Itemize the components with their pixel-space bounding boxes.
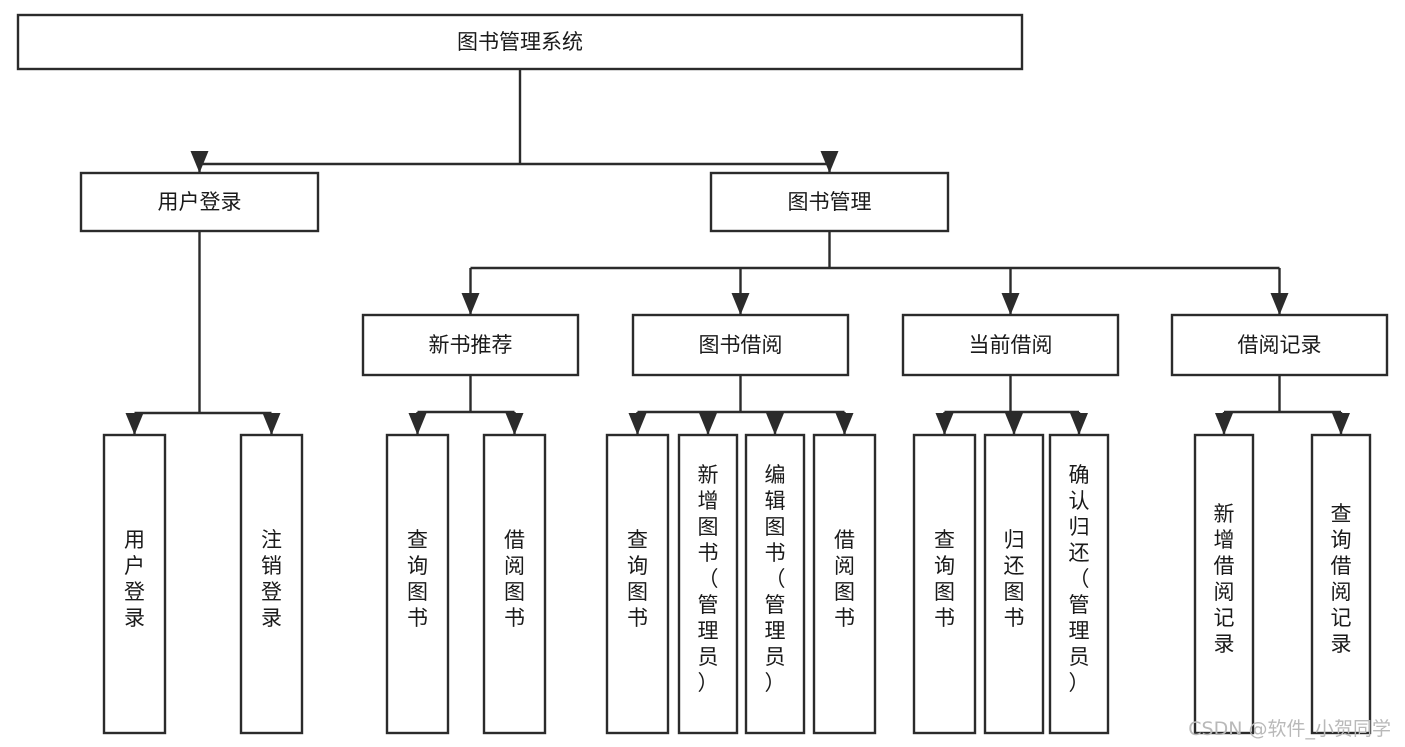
nodes-layer: 图书管理系统用户登录图书管理新书推荐图书借阅当前借阅借阅记录用户登录注销登录查询… (16, 13, 1389, 735)
node-box-root (16, 13, 1024, 71)
node-book-management[interactable]: 图书管理 (709, 171, 950, 233)
node-label-leaf-add-borrow-record: 新增借阅记录 (1214, 502, 1235, 656)
node-box-leaf-user-logout (239, 433, 304, 735)
node-label-leaf-add-book-admin: 新增图书（管理员） (698, 463, 719, 695)
arrow-icon-borrow-record (1270, 293, 1289, 315)
node-label-leaf-return-book: 归还图书 (1004, 528, 1025, 630)
node-leaf-edit-book-admin[interactable]: 编辑图书（管理员） (744, 433, 806, 735)
node-label-leaf-user-logout: 注销登录 (261, 528, 282, 630)
node-borrow-record[interactable]: 借阅记录 (1170, 313, 1389, 377)
node-box-leaf-query-book-rec (385, 433, 450, 735)
arrow-icon-leaf-return-book (1005, 413, 1023, 435)
node-label-current-borrow: 当前借阅 (969, 333, 1053, 357)
node-box-leaf-query-book-current (912, 433, 977, 735)
node-leaf-query-book-borrow[interactable]: 查询图书 (605, 433, 670, 735)
node-box-leaf-user-login (102, 433, 167, 735)
node-label-root: 图书管理系统 (457, 30, 583, 54)
node-leaf-user-login[interactable]: 用户登录 (102, 433, 167, 735)
node-leaf-add-borrow-record[interactable]: 新增借阅记录 (1193, 433, 1255, 735)
node-label-leaf-query-borrow-record: 查询借阅记录 (1331, 502, 1352, 656)
arrow-icon-leaf-add-book-admin (699, 413, 717, 435)
node-label-leaf-borrow-book-rec: 借阅图书 (504, 528, 525, 630)
node-leaf-borrow-book[interactable]: 借阅图书 (812, 433, 877, 735)
node-current-borrow[interactable]: 当前借阅 (901, 313, 1120, 377)
node-label-book-borrow: 图书借阅 (699, 333, 783, 357)
arrow-icon-leaf-query-book-rec (408, 413, 427, 435)
node-box-book-management (709, 171, 950, 233)
node-leaf-add-book-admin[interactable]: 新增图书（管理员） (677, 433, 739, 735)
arrow-icon-leaf-user-login (125, 413, 144, 435)
arrow-icon-book-borrow (731, 293, 750, 315)
arrow-icon-leaf-query-book-borrow (628, 413, 647, 435)
node-leaf-query-book-current[interactable]: 查询图书 (912, 433, 977, 735)
node-leaf-return-book[interactable]: 归还图书 (983, 433, 1045, 735)
arrow-icon-leaf-borrow-book (835, 413, 854, 435)
arrow-icon-leaf-confirm-return-admin (1070, 413, 1088, 435)
node-label-leaf-edit-book-admin: 编辑图书（管理员） (765, 463, 786, 695)
node-box-borrow-record (1170, 313, 1389, 377)
arrow-icon-user-login (190, 151, 209, 173)
node-box-leaf-add-borrow-record (1193, 433, 1255, 735)
node-box-user-login (79, 171, 320, 233)
arrow-icon-book-management (820, 151, 839, 173)
node-box-leaf-borrow-book-rec (482, 433, 547, 735)
node-leaf-confirm-return-admin[interactable]: 确认归还（管理员） (1048, 433, 1110, 735)
arrow-icon-leaf-query-borrow-record (1332, 413, 1350, 435)
node-label-user-login: 用户登录 (158, 190, 242, 214)
node-box-book-borrow (631, 313, 850, 377)
node-leaf-user-logout[interactable]: 注销登录 (239, 433, 304, 735)
node-label-leaf-query-book-borrow: 查询图书 (627, 528, 648, 630)
node-leaf-borrow-book-rec[interactable]: 借阅图书 (482, 433, 547, 735)
arrow-icon-current-borrow (1001, 293, 1020, 315)
node-leaf-query-book-rec[interactable]: 查询图书 (385, 433, 450, 735)
node-book-borrow[interactable]: 图书借阅 (631, 313, 850, 377)
node-root[interactable]: 图书管理系统 (16, 13, 1024, 71)
node-label-leaf-user-login: 用户登录 (124, 528, 145, 630)
arrow-icon-leaf-edit-book-admin (766, 413, 784, 435)
arrow-icon-leaf-query-book-current (935, 413, 954, 435)
node-leaf-query-borrow-record[interactable]: 查询借阅记录 (1310, 433, 1372, 735)
node-box-leaf-add-book-admin (677, 433, 739, 735)
node-box-leaf-query-borrow-record (1310, 433, 1372, 735)
node-box-leaf-confirm-return-admin (1048, 433, 1110, 735)
node-user-login[interactable]: 用户登录 (79, 171, 320, 233)
node-box-leaf-query-book-borrow (605, 433, 670, 735)
node-box-leaf-return-book (983, 433, 1045, 735)
node-label-leaf-query-book-rec: 查询图书 (407, 528, 428, 630)
node-label-borrow-record: 借阅记录 (1238, 333, 1322, 357)
connectors-layer (125, 69, 1350, 435)
node-label-book-management: 图书管理 (788, 190, 872, 214)
arrow-icon-leaf-add-borrow-record (1215, 413, 1233, 435)
node-new-book-recommend[interactable]: 新书推荐 (361, 313, 580, 377)
node-box-leaf-borrow-book (812, 433, 877, 735)
node-box-new-book-recommend (361, 313, 580, 377)
node-label-leaf-confirm-return-admin: 确认归还（管理员） (1069, 463, 1090, 695)
node-box-current-borrow (901, 313, 1120, 377)
node-label-leaf-borrow-book: 借阅图书 (834, 528, 855, 630)
arrow-icon-new-book-recommend (461, 293, 480, 315)
node-label-new-book-recommend: 新书推荐 (429, 333, 513, 357)
node-label-leaf-query-book-current: 查询图书 (934, 528, 955, 630)
arrow-icon-leaf-borrow-book-rec (505, 413, 524, 435)
arrow-icon-leaf-user-logout (262, 413, 281, 435)
node-box-leaf-edit-book-admin (744, 433, 806, 735)
